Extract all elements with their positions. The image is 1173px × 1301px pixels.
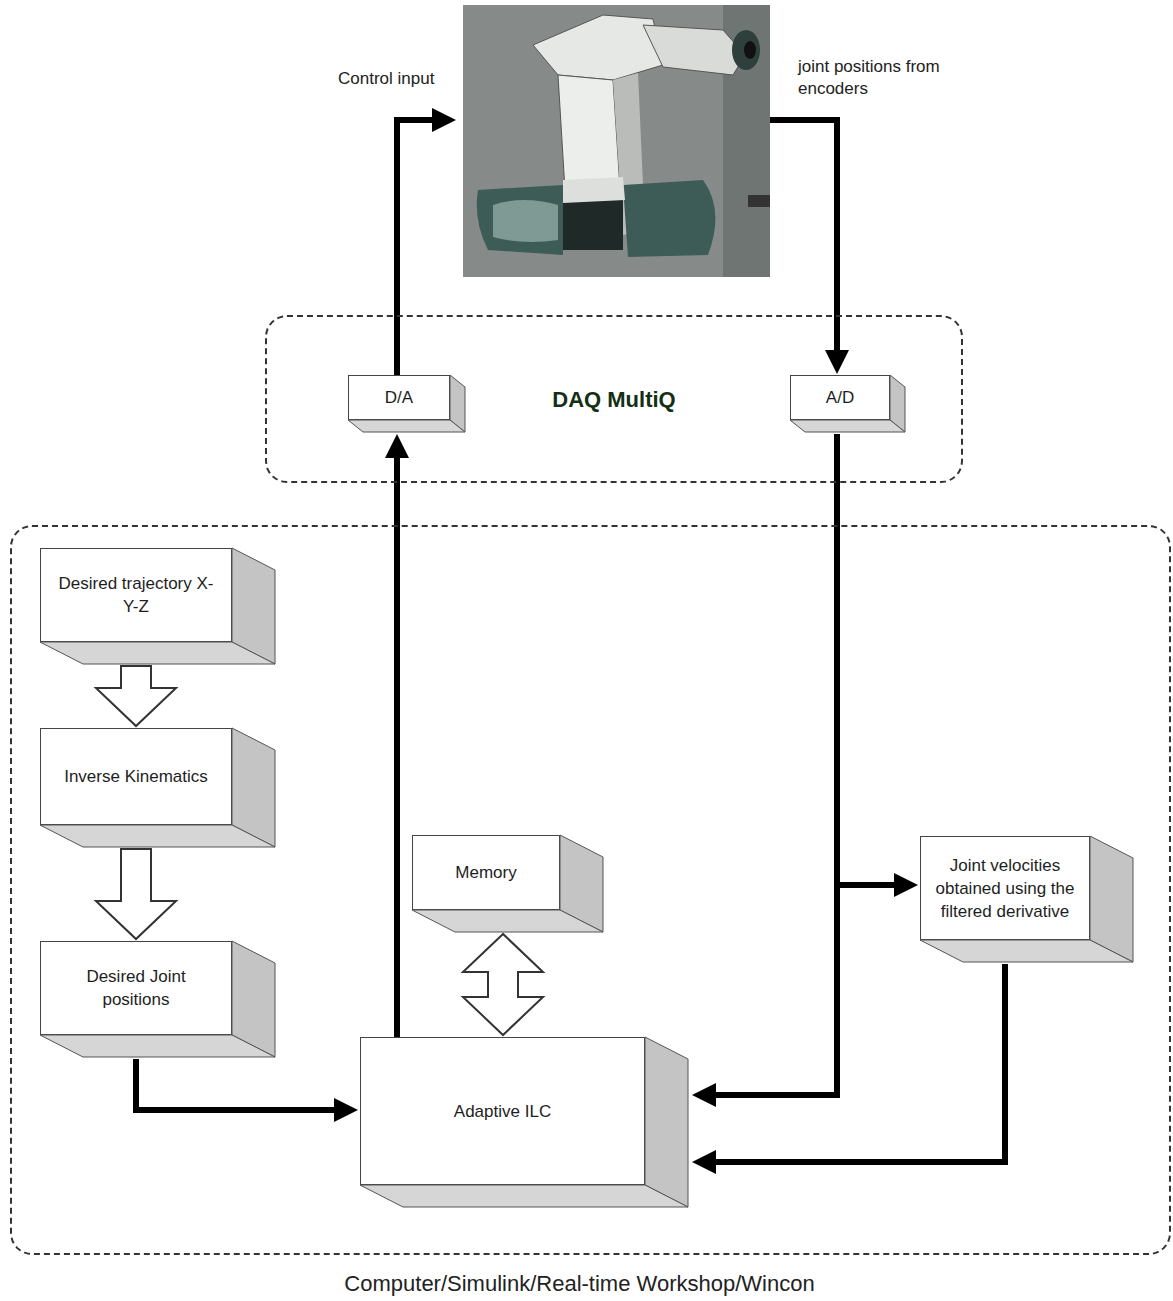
process-box: Desired trajectory X-Y-Z <box>40 548 232 642</box>
memory-box: Memory <box>412 835 560 910</box>
box-label: Memory <box>455 861 516 884</box>
process-box: Desired Joint positions <box>40 941 232 1035</box>
box-label: Desired trajectory X-Y-Z <box>51 572 221 618</box>
box-label: Inverse Kinematics <box>64 765 208 788</box>
signal-label: Control input <box>338 68 478 90</box>
box-label: D/A <box>385 386 413 409</box>
box-bevel <box>412 835 605 934</box>
box-bevel <box>360 1037 690 1209</box>
box-label: Adaptive ILC <box>454 1100 551 1123</box>
process-box: Joint velocities obtained using the filt… <box>920 836 1090 940</box>
box-label: Joint velocities obtained using the filt… <box>931 854 1079 923</box>
signal-arrow <box>136 1059 358 1122</box>
hollow-arrow <box>96 666 176 726</box>
controller-box: Adaptive ILC <box>360 1037 645 1185</box>
daq-region: DAQ MultiQ D/A A/D <box>265 315 963 483</box>
hollow-arrow <box>463 934 543 1035</box>
converter-box: A/D <box>790 375 890 420</box>
computer-region: Computer/Simulink/Real-time Workshop/Win… <box>10 525 1171 1255</box>
hollow-arrow <box>96 849 176 939</box>
signal-label: joint positions from encoders <box>798 56 943 100</box>
box-bevel <box>40 728 277 849</box>
box-bevel <box>920 836 1135 964</box>
converter-box: D/A <box>348 375 450 420</box>
signal-arrow <box>692 964 1005 1174</box>
box-label: Desired Joint positions <box>51 965 221 1011</box>
box-bevel <box>40 548 277 666</box>
signal-arrow <box>837 845 918 897</box>
robot-arm-photo <box>463 5 770 277</box>
region-title: DAQ MultiQ <box>552 388 675 411</box>
region-caption: Computer/Simulink/Real-time Workshop/Win… <box>12 1272 1147 1295</box>
process-box: Inverse Kinematics <box>40 728 232 825</box>
signal-arrow <box>692 434 837 1107</box>
box-label: A/D <box>826 386 854 409</box>
